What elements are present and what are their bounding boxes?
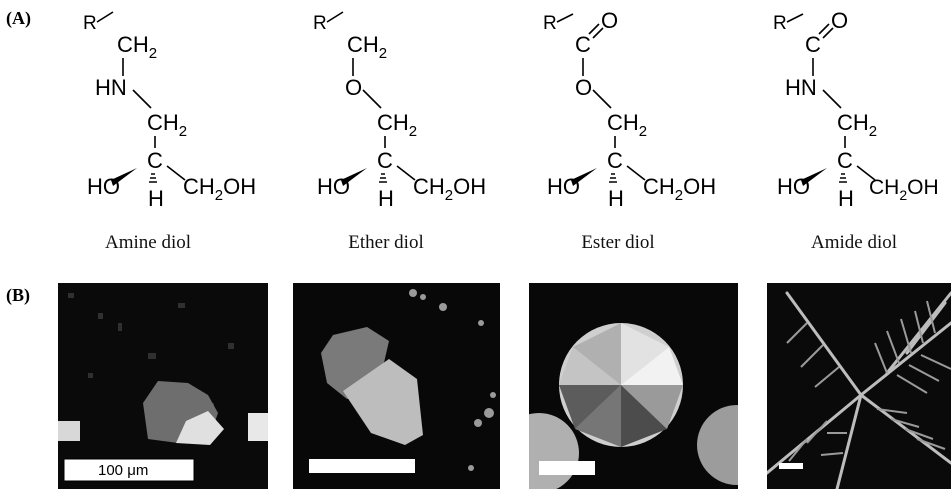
svg-text:C: C xyxy=(607,148,623,173)
svg-text:C: C xyxy=(575,32,591,57)
svg-text:CH2: CH2 xyxy=(147,110,187,140)
svg-text:CH2OH: CH2OH xyxy=(183,174,256,204)
svg-text:R: R xyxy=(543,13,557,34)
scale-bar xyxy=(539,461,595,475)
svg-text:CH2: CH2 xyxy=(347,32,387,62)
micrograph-ether-image xyxy=(293,283,500,489)
svg-text:C: C xyxy=(377,148,393,173)
panel-label-b: (B) xyxy=(6,285,30,305)
caption-ether-diol: Ether diol xyxy=(348,232,424,253)
svg-text:HO: HO xyxy=(777,174,810,199)
svg-text:CH2: CH2 xyxy=(117,32,157,62)
carbonyl-oxygen: O xyxy=(601,8,618,33)
micrograph-amine-image: 100 μm xyxy=(58,283,268,489)
linker-label: HN xyxy=(785,75,817,100)
caption-amide-diol: Amide diol xyxy=(810,232,898,253)
micrograph-ester-diol xyxy=(529,283,738,489)
svg-text:H: H xyxy=(378,186,394,211)
svg-text:R: R xyxy=(313,13,327,34)
linker-label: O xyxy=(345,75,362,100)
structure-ester-diol: R C O O CH2 C HO CH2OH H xyxy=(535,0,765,260)
svg-text:H: H xyxy=(148,186,164,211)
svg-text:H: H xyxy=(608,186,624,211)
svg-text:CH2OH: CH2OH xyxy=(413,174,486,204)
amine-diol-drawing: R CH2 HN CH2 C HO CH2OH H xyxy=(83,11,256,211)
svg-text:C: C xyxy=(805,32,821,57)
spherulite-sectors xyxy=(559,323,683,447)
linker-label: O xyxy=(575,75,592,100)
svg-text:CH2OH: CH2OH xyxy=(643,174,716,204)
ester-diol-drawing: R C O O CH2 C HO CH2OH H xyxy=(543,8,716,211)
structure-ether-diol: R CH2 O CH2 C HO CH2OH H xyxy=(305,0,535,260)
svg-text:CH2OH: CH2OH xyxy=(869,176,939,203)
amide-diol-drawing: R C O HN CH2 C HO CH2OH H xyxy=(773,8,939,211)
svg-text:HO: HO xyxy=(317,174,350,199)
micrograph-amide-diol xyxy=(767,283,951,489)
svg-text:H: H xyxy=(838,186,854,211)
scale-bar xyxy=(309,459,415,473)
ether-diol-drawing: R CH2 O CH2 C HO CH2OH H xyxy=(313,11,486,211)
structure-amine-diol: R CH2 HN CH2 C HO CH2OH H xyxy=(75,0,305,260)
structure-amide-diol: R C O HN CH2 C HO CH2OH H xyxy=(765,0,951,260)
scale-bar xyxy=(779,463,803,469)
carbonyl-oxygen: O xyxy=(831,8,848,33)
micrograph-ether-diol xyxy=(293,283,500,489)
micrograph-ester-image xyxy=(529,283,738,489)
micrograph-amide-image xyxy=(767,283,951,489)
svg-text:HO: HO xyxy=(547,174,580,199)
svg-text:CH2: CH2 xyxy=(837,110,877,140)
svg-text:C: C xyxy=(837,148,853,173)
svg-text:CH2: CH2 xyxy=(607,110,647,140)
caption-amine-diol: Amine diol xyxy=(104,232,192,253)
svg-text:CH2: CH2 xyxy=(377,110,417,140)
linker-label: HN xyxy=(95,75,127,100)
micrograph-amine-diol: 100 μm xyxy=(58,283,268,489)
panel-label-a: (A) xyxy=(6,8,31,28)
scale-bar-label: 100 μm xyxy=(98,462,148,479)
svg-text:R: R xyxy=(773,13,787,34)
caption-ester-diol: Ester diol xyxy=(581,232,655,253)
svg-text:HO: HO xyxy=(87,174,120,199)
svg-text:C: C xyxy=(147,148,163,173)
r-group-label: R xyxy=(83,13,97,34)
